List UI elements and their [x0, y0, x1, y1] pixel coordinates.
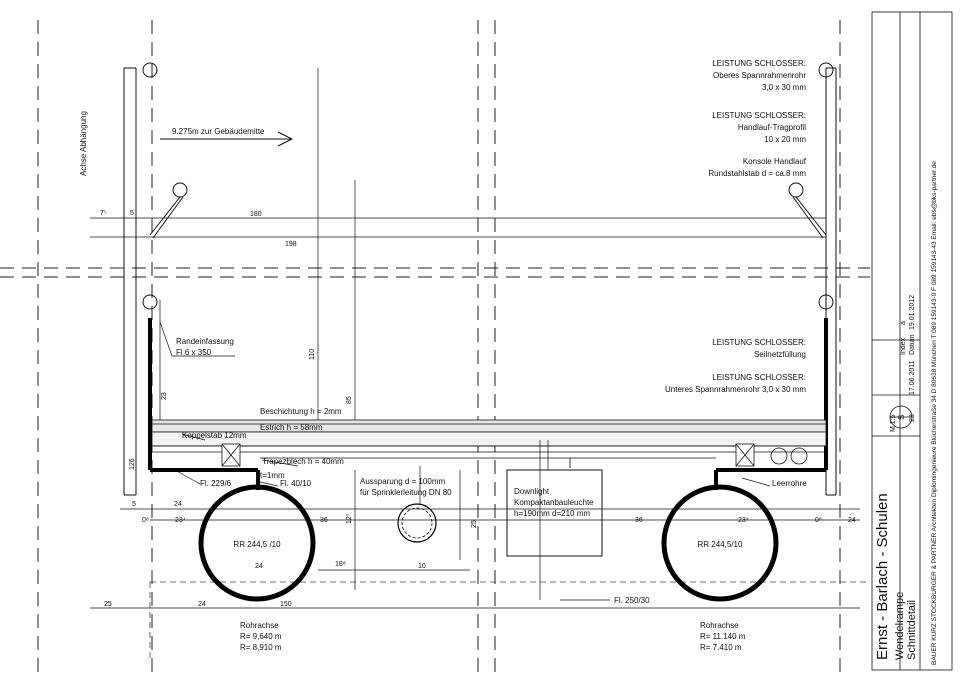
sheet-title: Wendelrampe — [894, 592, 906, 660]
symbol-number: 23 — [909, 414, 916, 422]
handrail-profile-line1: LEISTUNG SCHLOSSER: — [712, 111, 806, 120]
dim-198: 198 — [285, 241, 297, 248]
empty-pipes-note: Leerrohre — [772, 479, 807, 488]
downlight-line2: Kompaktanbauleuchte — [514, 498, 594, 507]
left-pipe-label: RR 244,5 /10 — [233, 540, 281, 549]
cable-net-line1: LEISTUNG SCHLOSSER: — [712, 338, 806, 347]
dimension-lines — [90, 68, 860, 609]
dim-36a: 36 — [320, 517, 328, 524]
downlight-line1: Downlight — [514, 487, 550, 496]
index-label: Index — [900, 337, 907, 355]
dim-24b: 24 — [255, 563, 263, 570]
date-value: 19.01.2012 — [909, 295, 916, 330]
downlight-box — [506, 469, 603, 557]
right-axis-line1: Rohrachse — [700, 621, 739, 630]
dim-110: 110 — [309, 349, 316, 360]
bottom-bar-note: Fl. 250/30 — [614, 596, 650, 605]
dim-5b: 5 — [132, 501, 136, 508]
cable-net-line2: Seilnetzfüllung — [754, 350, 806, 359]
distance-note: 9.275m zur Gebäudemitte — [172, 127, 265, 136]
pipes — [198, 484, 779, 602]
handrail-profile-line3: 10 x 20 mm — [764, 135, 806, 144]
dim-24d: 24 — [848, 517, 856, 524]
trapezoid-note: Trapezblech h = 40mm — [262, 457, 344, 466]
coating-note: Beschichtung h = 2mm — [260, 407, 342, 416]
title-block — [871, 11, 953, 671]
dim-23: 23 — [161, 392, 168, 400]
dim-12-7: 12⁷ — [346, 513, 353, 524]
dashed-grid-lines — [0, 20, 870, 679]
lower-frame-line1: LEISTUNG SCHLOSSER: — [712, 373, 806, 382]
dim-36b: 36 — [635, 517, 643, 524]
dim-0-8a: 0⁸ — [142, 517, 149, 524]
scale: M 1:5 — [890, 414, 897, 432]
upper-frame-line2: Oberes Spannrahmenrohr — [713, 71, 806, 80]
flat-bar-1-note: Fl. 229/6 — [200, 479, 232, 488]
dim-25: 25 — [104, 601, 112, 608]
date-created: 17.06.2011 — [909, 360, 916, 395]
dim-180: 180 — [250, 211, 262, 218]
dim-5a: 5 — [130, 210, 134, 217]
dim-24a: 24 — [174, 501, 182, 508]
left-axis-line3: R= 8,910 m — [240, 643, 282, 652]
symbol-letter: S — [897, 415, 906, 420]
leader-lines — [159, 321, 771, 601]
dim-18-8: 18⁸ — [335, 561, 346, 568]
right-axis-line2: R= 11.140 m — [700, 632, 746, 641]
dim-24c: 24 — [198, 601, 206, 608]
handrail-bracket-line2: Rundstahlstab d = ca.8 mm — [708, 169, 806, 178]
coupling-rod-note: Koppelstab 12mm — [182, 431, 247, 440]
date-label: Datum — [909, 334, 916, 355]
office-address: BAUER KURZ STOCKBURGER & PARTNER Archite… — [931, 161, 938, 665]
downlight-line3: h=190mm d=210 mm — [514, 509, 590, 518]
edge-trim-line2: Fl 6 x 350 — [176, 348, 212, 357]
dim-10: 10 — [418, 563, 426, 570]
dim-150: 150 — [280, 601, 292, 608]
left-axis-line2: R= 9,640 m — [240, 632, 282, 641]
dim-23-4a: 23⁴ — [175, 517, 186, 524]
thickness-note: t=1mm — [260, 471, 285, 480]
dim-25b: 25 — [471, 520, 478, 528]
recess-line1: Aussparung d = 100mm — [360, 477, 445, 486]
dim-7-5: 7⁵ — [100, 210, 107, 217]
project-title: Ernst - Barlach - Schulen — [874, 493, 891, 660]
upper-frame-line1: LEISTUNG SCHLOSSER: — [712, 59, 806, 68]
floor-buildup — [151, 419, 827, 468]
index-value: a — [900, 321, 907, 325]
dim-126: 126 — [129, 458, 136, 470]
sheet-subtitle: Schnittdetail — [906, 600, 918, 660]
dim-23-4b: 23⁴ — [738, 517, 749, 524]
left-post — [123, 62, 158, 496]
handrail-profile-line2: Handlauf-Tragprofil — [738, 123, 806, 132]
right-axis-line3: R= 7.410 m — [700, 643, 742, 652]
edge-trim-line1: Randeinfassung — [176, 337, 234, 346]
handrail-bracket-line1: Konsole Handlauf — [743, 157, 807, 166]
dashed-hidden-lines — [149, 581, 870, 660]
dim-85: 85 — [346, 396, 353, 404]
right-pipe-label: RR 244,5/10 — [698, 540, 743, 549]
dim-0-8b: 0⁸ — [815, 517, 822, 524]
upper-frame-line3: 3,0 x 30 mm — [762, 83, 806, 92]
direction-arrow — [160, 131, 294, 147]
left-axis-line1: Rohrachse — [240, 621, 279, 630]
handrail-brackets — [149, 182, 827, 239]
recess-line2: für Sprinklerleitung DN 80 — [360, 488, 452, 497]
flat-bar-2-note: Fl. 40/10 — [280, 479, 312, 488]
screed-note: Estrich h = 58mm — [260, 423, 323, 432]
axis-label: Achse Abhängung — [79, 111, 88, 176]
lower-frame-line2: Unteres Spannrahmenrohr 3,0 x 30 mm — [665, 385, 806, 394]
